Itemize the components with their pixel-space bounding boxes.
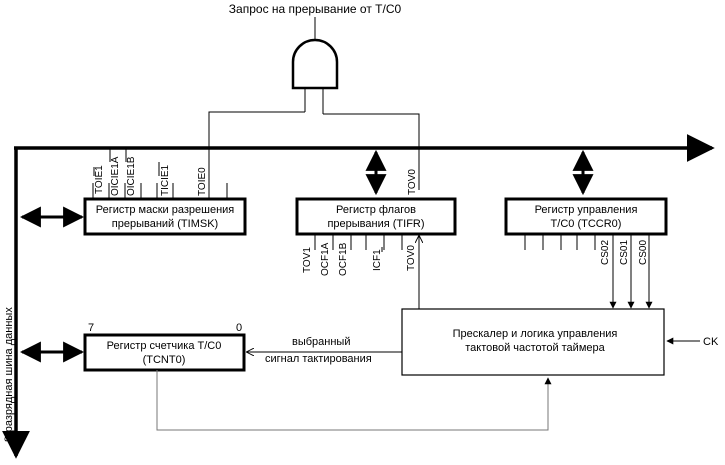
- tcnt0-lsb: 0: [236, 322, 242, 334]
- tifr-bit-ocf1a: OCF1A: [320, 242, 331, 276]
- prescaler-block: Прескалер и логика управления тактовой ч…: [401, 308, 665, 376]
- tov0-to-gate-wire: [323, 113, 420, 190]
- tifr-label-line2: прерывания (TIFR): [327, 218, 424, 230]
- tcnt0-label-line2: (TCNT0): [143, 354, 186, 366]
- tccr0-bit-cs01: CS01: [619, 240, 630, 265]
- timsk-bit-oicie1a: OICIE1A: [110, 156, 121, 196]
- tcnt0-msb: 7: [88, 322, 94, 334]
- timsk-label-line2: прерываний (TIMSK): [112, 218, 218, 230]
- timsk-bit-toie0: TOIE0: [197, 167, 208, 196]
- tcnt0-label-line1: Регистр счетчика T/C0: [107, 340, 222, 352]
- clock-signal-line2: сигнал тактирования: [265, 353, 372, 365]
- interrupt-request-title: Запрос на прерывание от T/C0: [229, 2, 402, 16]
- tifr-bit-icf1: ICF1: [372, 249, 383, 271]
- timsk-bit-ticie1: TICIE1: [160, 164, 171, 196]
- tifr-register: TOV0 Регистр флагов прерывания (TIFR) TO…: [295, 169, 457, 276]
- clock-signal-line1: выбранный: [292, 336, 351, 348]
- tcnt0-register: 7 0 Регистр счетчика T/C0 (TCNT0): [83, 322, 246, 372]
- timsk-bit-toie1: TOIE1: [94, 165, 105, 194]
- tifr-bit-tov0: TOV0: [406, 245, 417, 271]
- tccr0-bit-cs02: CS02: [600, 240, 611, 265]
- data-bus-label: 8-разрядная шина данных: [3, 307, 15, 442]
- timsk-label-line1: Регистр маски разрешения: [96, 204, 235, 216]
- and-gate-icon: [291, 38, 339, 90]
- tifr-bit-ocf1b: OCF1B: [338, 242, 349, 276]
- tccr0-register: Регистр управления T/C0 (TCCR0) CS02 CS0…: [504, 197, 668, 265]
- timsk-register: TOIE1 OICIE1A OICIE1B TICIE1 TOIE0 Регис…: [83, 148, 247, 236]
- tccr0-bit-cs00: CS00: [638, 240, 649, 265]
- tccr0-label-line1: Регистр управления: [535, 204, 638, 216]
- toie0-to-gate-wire: [208, 111, 305, 190]
- tifr-bit-tov1: TOV1: [302, 247, 313, 273]
- prescaler-label-line1: Прескалер и логика управления: [453, 328, 618, 340]
- timsk-bit-oicie1b: OICIE1B: [126, 156, 137, 196]
- tccr0-label-line2: T/C0 (TCCR0): [551, 218, 622, 230]
- tifr-top-bit-tov0: TOV0: [407, 169, 418, 195]
- prescaler-label-line2: тактовой частотой таймера: [465, 342, 605, 354]
- tcnt0-feedback-wire: [156, 370, 552, 431]
- tifr-label-line1: Регистр флагов: [336, 204, 416, 216]
- ck-label: CK: [703, 336, 719, 348]
